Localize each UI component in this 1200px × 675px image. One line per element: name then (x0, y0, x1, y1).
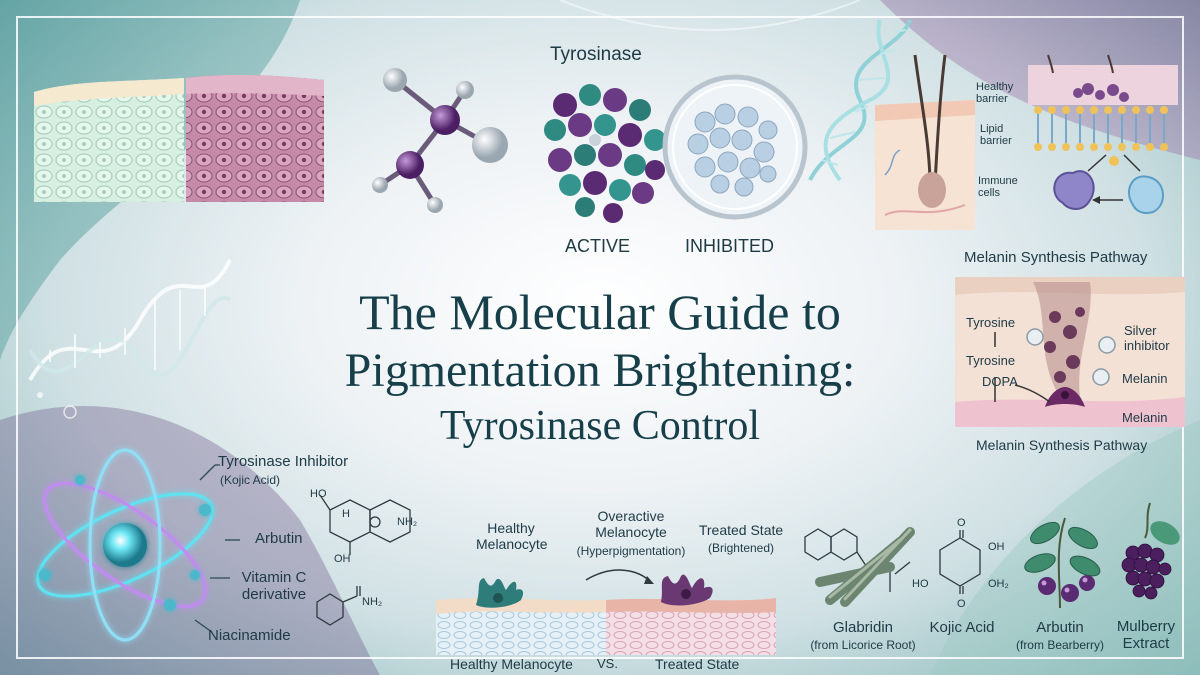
niacinamide-label: Niacinamide (208, 627, 291, 644)
vitamin-c-label: Vitamin C derivative (241, 569, 307, 603)
skin-tissue-illustration (34, 74, 324, 202)
molecule-model (372, 68, 508, 213)
atom-icon (36, 448, 214, 642)
pathway-silver-inhibitor: Silver inhibitor (1124, 323, 1170, 353)
vs-label: VS. (597, 656, 618, 671)
overactive-melanocyte-label: Overactive Melanocyte (595, 508, 667, 540)
kojic-acid-structure (319, 494, 411, 555)
immune-cells-label: Immune cells (978, 175, 1018, 200)
dna-helix-top (808, 19, 912, 182)
pathway-heading-top: Melanin Synthesis Pathway (964, 249, 1148, 266)
pathway-tyrosine-2: Tyrosine (966, 353, 1016, 368)
arbutin-label: Arbutin (255, 530, 303, 547)
active-label: ACTIVE (565, 236, 631, 256)
title-line-3: Tyrosinase Control (439, 403, 761, 449)
mulberry-extract-label: Mulberry Extract (1116, 618, 1176, 652)
kojic-acid-paren-label: (Kojic Acid) (220, 473, 281, 487)
botanical-arbutin-label: Arbutin (1036, 619, 1084, 636)
bottom-healthy-melanocyte-label: Healthy Melanocyte (450, 656, 573, 672)
melanocyte-comparison-illustration (436, 569, 776, 655)
glabridin-source-label: (from Licorice Root) (810, 638, 916, 652)
kojic-acid-label: Kojic Acid (929, 619, 995, 636)
treated-state-label: Treated State (698, 522, 784, 538)
lipid-barrier-diagram (1028, 54, 1178, 215)
title-line-2: Pigmentation Brightening: (344, 344, 856, 397)
bottom-treated-state-label: Treated State (655, 656, 740, 672)
title-line-1: The Molecular Guide to (359, 284, 841, 340)
formula-ho: HO (310, 488, 327, 500)
kojic-ho: HO (912, 578, 929, 590)
kojic-o-bottom: O (957, 598, 966, 610)
pathway-heading-bottom: Melanin Synthesis Pathway (976, 437, 1148, 453)
mulberry-illustration (1121, 502, 1180, 600)
pathway-melanin-1: Melanin (1122, 371, 1168, 386)
kojic-oh: OH (988, 541, 1005, 553)
formula-nh2-b: NH₂ (362, 596, 383, 608)
brightened-label: (Brightened) (707, 541, 775, 555)
formula-nh2: NH₂ (397, 516, 418, 528)
formula-h: H (342, 508, 350, 520)
arbutin-source-label: (from Bearberry) (1015, 638, 1104, 652)
pathway-melanin-2: Melanin (1122, 410, 1168, 425)
pathway-tyrosine-1: Tyrosine (966, 315, 1016, 330)
kojic-oh2: OH₂ (988, 578, 1009, 590)
bearberry-illustration (1024, 517, 1101, 609)
pathway-dopa: DOPA (982, 374, 1018, 389)
inhibited-label: INHIBITED (685, 236, 775, 256)
dna-helix-left (28, 259, 232, 381)
skin-hair-follicle (875, 54, 975, 230)
tyrosinase-active-enzyme (544, 84, 666, 223)
tyrosinase-inhibitor-label: Tyrosinase Inhibitor (218, 453, 349, 470)
tyrosinase-inhibited-enzyme (662, 74, 808, 220)
formula-oh: OH (334, 553, 351, 565)
actives-leader-lines (194, 464, 240, 633)
melanin-pathway-diagram (955, 277, 1185, 427)
lipid-barrier-label: Lipid barrier (980, 123, 1012, 148)
glabridin-label: Glabridin (832, 619, 894, 636)
kojic-o-top: O (957, 517, 966, 529)
licorice-root-illustration (804, 527, 915, 607)
hyperpigmentation-label: (Hyperpigmentation) (576, 544, 686, 558)
tyrosinase-heading: Tyrosinase (550, 44, 642, 65)
main-title: The Molecular Guide to Pigmentation Brig… (0, 282, 1200, 452)
healthy-barrier-label: Healthy barrier (976, 81, 1014, 106)
healthy-melanocyte-label: Healthy Melanocyte (476, 520, 548, 552)
niacinamide-structure (316, 586, 361, 626)
kojic-acid-ring-structure (939, 530, 981, 594)
